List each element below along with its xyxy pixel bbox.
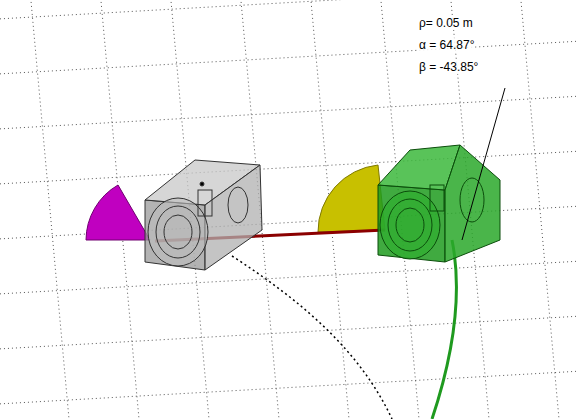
grid-line bbox=[30, 0, 70, 419]
grid-line bbox=[0, 370, 576, 405]
angle-sector bbox=[318, 165, 385, 232]
grid-line bbox=[520, 0, 560, 419]
trajectory-path bbox=[232, 256, 392, 419]
parameter-label: ρ= 0.05 m bbox=[418, 16, 474, 30]
parameter-label: α = 64.87° bbox=[418, 38, 475, 52]
leader-line bbox=[462, 88, 505, 240]
grid-line bbox=[0, 260, 576, 295]
motion-path bbox=[432, 240, 456, 419]
angle-sector bbox=[86, 185, 150, 240]
camera-cube bbox=[145, 160, 262, 270]
grid-line bbox=[0, 315, 576, 350]
grid-line bbox=[0, 0, 576, 20]
camera-cube bbox=[378, 145, 500, 262]
grid-line bbox=[0, 95, 576, 130]
grid-line bbox=[0, 40, 576, 75]
parameter-label: β = -43.85° bbox=[418, 60, 479, 74]
